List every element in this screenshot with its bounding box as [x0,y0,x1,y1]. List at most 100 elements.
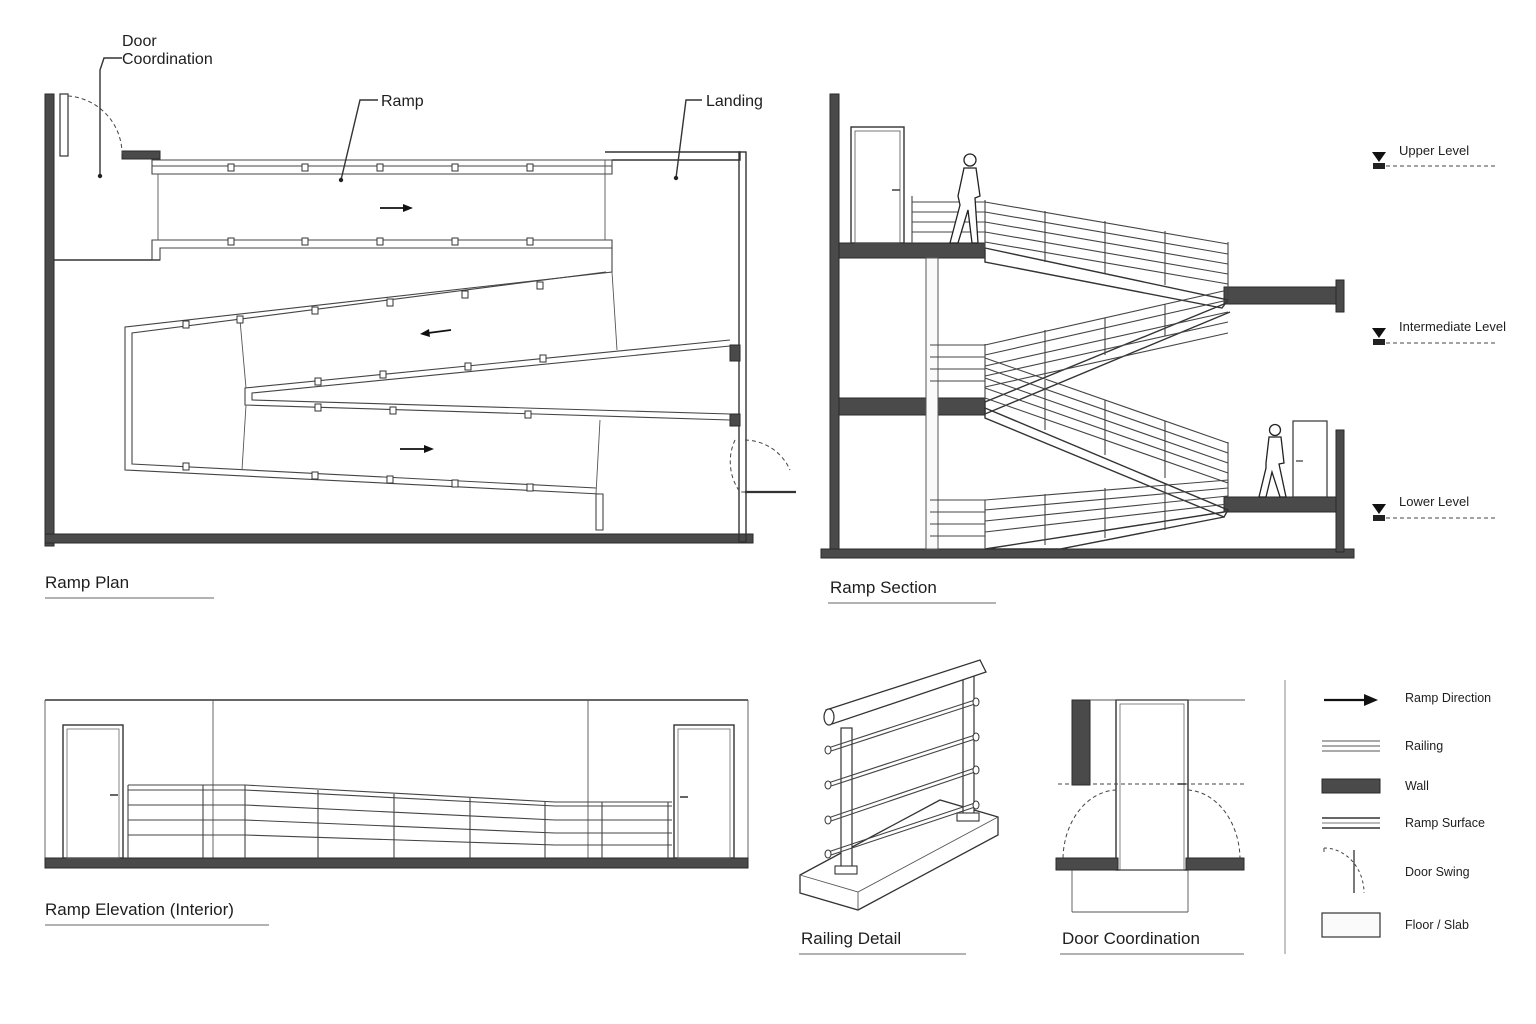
section-run-3 [984,406,1230,518]
ramp-callout-leader [340,99,378,181]
level-markers: Upper Level Intermediate Level Lower Lev… [1372,143,1506,521]
section-wall-left [829,93,840,553]
legend-item-ramp-direction: Ramp Direction [1324,691,1491,706]
door-detail-floor-left [1055,857,1119,871]
plan-break-1 [611,271,618,351]
section-slab-middle [838,397,986,416]
section-wall-right-upper [1335,279,1345,313]
plan-posts [182,163,547,492]
door-callout-line1: Door [122,33,157,50]
level-lower-label: Lower Level [1399,494,1469,509]
level-marker-intermediate-icon [1372,328,1386,338]
legend-label-ramp-direction: Ramp Direction [1405,691,1491,705]
elevation-floor [44,857,749,869]
section-landing-lower [1223,496,1337,513]
legend-item-wall: Wall [1321,778,1429,794]
elevation-railing [127,784,672,858]
plan-run-2-outer [124,248,613,495]
legend-label-ramp-surface: Ramp Surface [1405,816,1485,830]
legend-item-ramp-surface: Ramp Surface [1322,816,1485,830]
railing-icon [1322,740,1380,752]
plan-wall-pier-2 [729,413,741,427]
railing-detail-title: Railing Detail [801,929,901,948]
arrow-right-icon [424,445,434,453]
ramp-surface-icon [1322,817,1380,829]
plan-door-swing-right [729,439,795,493]
elevation-door-left [62,724,124,859]
plan-door-swing-right-b [744,439,791,471]
plan-run-2-inner [244,339,731,421]
door-swing-icon [1323,847,1365,894]
ramp-elevation-title: Ramp Elevation (Interior) [45,900,234,919]
plan-break-4 [595,419,601,495]
plan-break-3 [241,404,247,471]
plan-direction-arrows [380,204,452,453]
door-detail-frame [1115,699,1189,871]
legend-item-railing: Railing [1322,739,1443,753]
legend: Ramp Direction Railing Wall Ramp Surface [1284,680,1491,954]
section-slab-upper [838,242,986,259]
door-coordination-detail: Door Coordination [1055,699,1245,955]
section-railing-2 [930,289,1229,400]
detail-base [799,799,999,911]
detail-bars [827,699,976,857]
legend-label-door-swing: Door Swing [1405,865,1470,879]
landing-callout-leader [675,99,702,179]
legend-label-railing: Railing [1405,739,1443,753]
legend-label-wall: Wall [1405,779,1429,793]
plan-run-end-post [595,493,604,531]
door-detail-wall-upper [1071,699,1091,786]
plan-run-1-rail-bottom [151,239,613,261]
door-callout-line2: Coordination [122,51,213,68]
section-landing-intermediate [1223,286,1337,305]
door-coordination-title: Door Coordination [1062,929,1200,948]
ramp-plan-title: Ramp Plan [45,573,129,592]
wall-icon [1321,778,1381,794]
plan-run-2-outer-inner [131,271,607,489]
ramp-plan: Door Coordination Ramp Landing Ramp Plan [44,33,796,599]
detail-handrail [825,659,987,725]
legend-item-door-swing: Door Swing [1323,847,1470,894]
legend-item-floor-slab: Floor / Slab [1321,912,1469,938]
level-upper-label: Upper Level [1399,143,1469,158]
section-door-upper [850,126,905,244]
plan-wall-left [44,93,55,547]
plan-door-swing [67,95,123,155]
section-floor [820,548,1355,559]
section-run-1 [984,247,1230,309]
person-upper-icon [949,153,981,244]
section-door-lower [1292,420,1328,498]
section-railing-4 [930,479,1229,549]
ramp-section: Upper Level Intermediate Level Lower Lev… [820,93,1506,604]
plan-wall-bottom [44,533,754,544]
plan-run-2-inner-b [251,345,731,415]
plan-door-leaf [59,93,69,157]
door-detail-swing-left [1062,789,1117,859]
arrow-left-icon [420,329,430,337]
elevation-door-right [673,724,735,859]
plan-wall-stub [121,150,161,160]
section-run-2 [984,303,1231,416]
level-marker-lower-icon [1372,504,1386,514]
section-column [925,257,939,550]
section-railing-3 [984,357,1229,500]
level-intermediate-label: Intermediate Level [1399,319,1506,334]
arrow-icon [1364,694,1378,706]
legend-label-floor-slab: Floor / Slab [1405,918,1469,932]
railing-detail: Railing Detail [799,659,999,955]
door-detail-floor-right [1185,857,1245,871]
door-callout-leader [99,57,122,176]
landing-callout: Landing [706,93,763,110]
detail-post-back [962,674,975,818]
plan-landing-edge [605,151,741,161]
door-detail-swing-right [1187,789,1241,859]
section-wall-right [1335,429,1345,553]
ramp-elevation: Ramp Elevation (Interior) [44,699,749,926]
plan-run-1-rail-top [151,159,613,175]
floor-slab-icon [1321,912,1381,938]
person-lower-icon [1258,423,1287,498]
plan-wall-pier-1 [729,344,741,362]
level-marker-upper-icon [1372,152,1386,162]
ramp-section-title: Ramp Section [830,578,937,597]
